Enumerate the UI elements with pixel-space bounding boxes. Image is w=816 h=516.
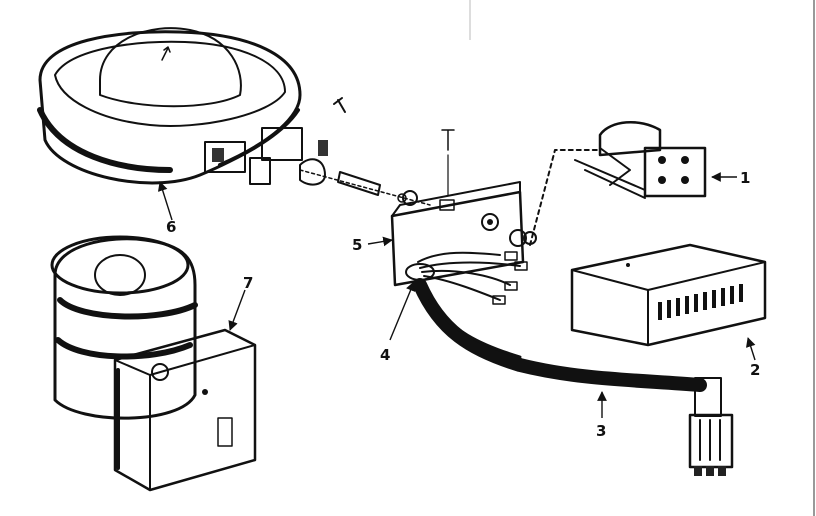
blower-motor-part <box>50 235 257 492</box>
igniter-bracket-part <box>249 127 431 206</box>
callout-2-label: 2 <box>750 361 760 379</box>
callout-5: 5 <box>352 236 393 254</box>
burner-head-part <box>37 27 302 185</box>
callout-5-label: 5 <box>352 236 362 254</box>
vent-slots <box>658 284 743 320</box>
callout-7-label: 7 <box>243 274 253 292</box>
callout-3-label: 3 <box>596 422 606 440</box>
callout-1-label: 1 <box>740 169 750 187</box>
callout-6-label: 6 <box>166 218 176 236</box>
callout-1: 1 <box>711 169 750 187</box>
lead-wires-part <box>405 251 528 305</box>
transformer-box-part <box>570 243 767 347</box>
callout-2: 2 <box>746 337 760 379</box>
callout-6: 6 <box>157 181 176 236</box>
callout-7: 7 <box>228 274 253 331</box>
callout-4-label: 4 <box>380 346 390 364</box>
callout-3: 3 <box>596 391 607 440</box>
cable-harness-part <box>413 278 734 476</box>
callout-4: 4 <box>380 281 416 364</box>
control-switch-part <box>529 120 707 246</box>
